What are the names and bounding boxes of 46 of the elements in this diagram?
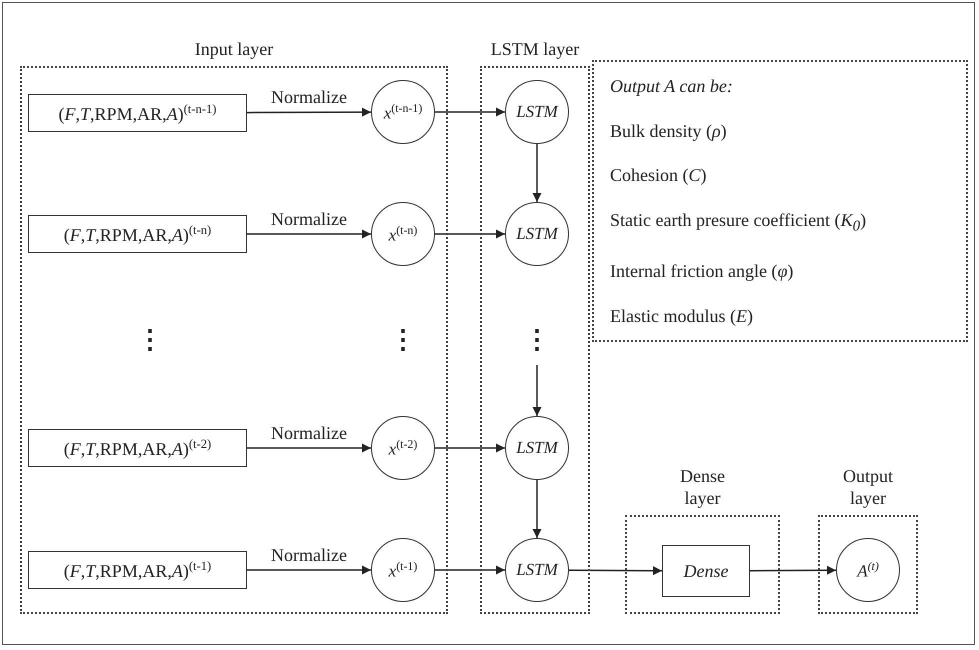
node-label: x$^{(t-2)}$	[388, 436, 418, 460]
node-label: LSTM	[516, 102, 558, 122]
node-label: A$^{(t)}$	[857, 558, 879, 582]
input-box	[28, 429, 247, 467]
group-heading: Input layer	[194, 38, 274, 60]
arrow	[247, 566, 371, 574]
list-item: Cohesion (C)	[610, 164, 708, 188]
arrow	[435, 444, 505, 452]
ellipsis-mark: ⋮	[524, 327, 550, 353]
node-label: (F,T,RPM,AR,A)$^{(t-1)}$	[64, 558, 212, 582]
dense-box	[662, 545, 750, 597]
node-label: (F,T,RPM,AR,A)$^{(t-n-1)}$	[58, 102, 216, 124]
group-heading: Output layer	[842, 465, 894, 509]
input-box	[28, 94, 247, 132]
arrow	[750, 566, 836, 575]
arrow	[532, 144, 542, 202]
node-label: LSTM	[516, 560, 558, 580]
arrow	[435, 108, 505, 116]
arrow	[247, 230, 371, 238]
node-label: x$^{(t-n)}$	[388, 222, 418, 246]
node-label: x$^{(t-1)}$	[388, 558, 418, 582]
list-heading: Output A can be:	[610, 75, 734, 98]
arrow	[435, 230, 505, 238]
list-item: Internal friction angle (φ)	[610, 260, 794, 284]
input-box	[28, 551, 247, 589]
list-item: Elastic modulus (E)	[610, 304, 754, 328]
arrow	[247, 108, 371, 117]
group-heading: Dense layer	[679, 465, 726, 509]
input-box	[28, 215, 247, 253]
list-item: Bulk density (ρ)	[610, 120, 728, 143]
arrow	[435, 566, 505, 574]
node-label: LSTM	[516, 438, 558, 458]
ellipsis-mark: ⋮	[137, 327, 163, 353]
ellipsis-mark: ⋮	[390, 327, 416, 353]
node-label: LSTM	[516, 224, 558, 244]
list-item: Static earth presure coefficient (K$_{0}$)	[610, 209, 868, 237]
arrow	[247, 444, 371, 452]
arrow	[532, 480, 542, 538]
arrow	[532, 365, 542, 416]
arrow	[569, 566, 662, 576]
node-label: (F,T,RPM,AR,A)$^{(t-n)}$	[64, 222, 212, 246]
node-label: Dense	[684, 560, 728, 582]
group-heading: LSTM layer	[490, 38, 580, 60]
node-label: x$^{(t-n-1)}$	[384, 100, 422, 124]
node-label: (F,T,RPM,AR,A)$^{(t-2)}$	[64, 436, 212, 460]
output-list-box	[592, 60, 968, 342]
